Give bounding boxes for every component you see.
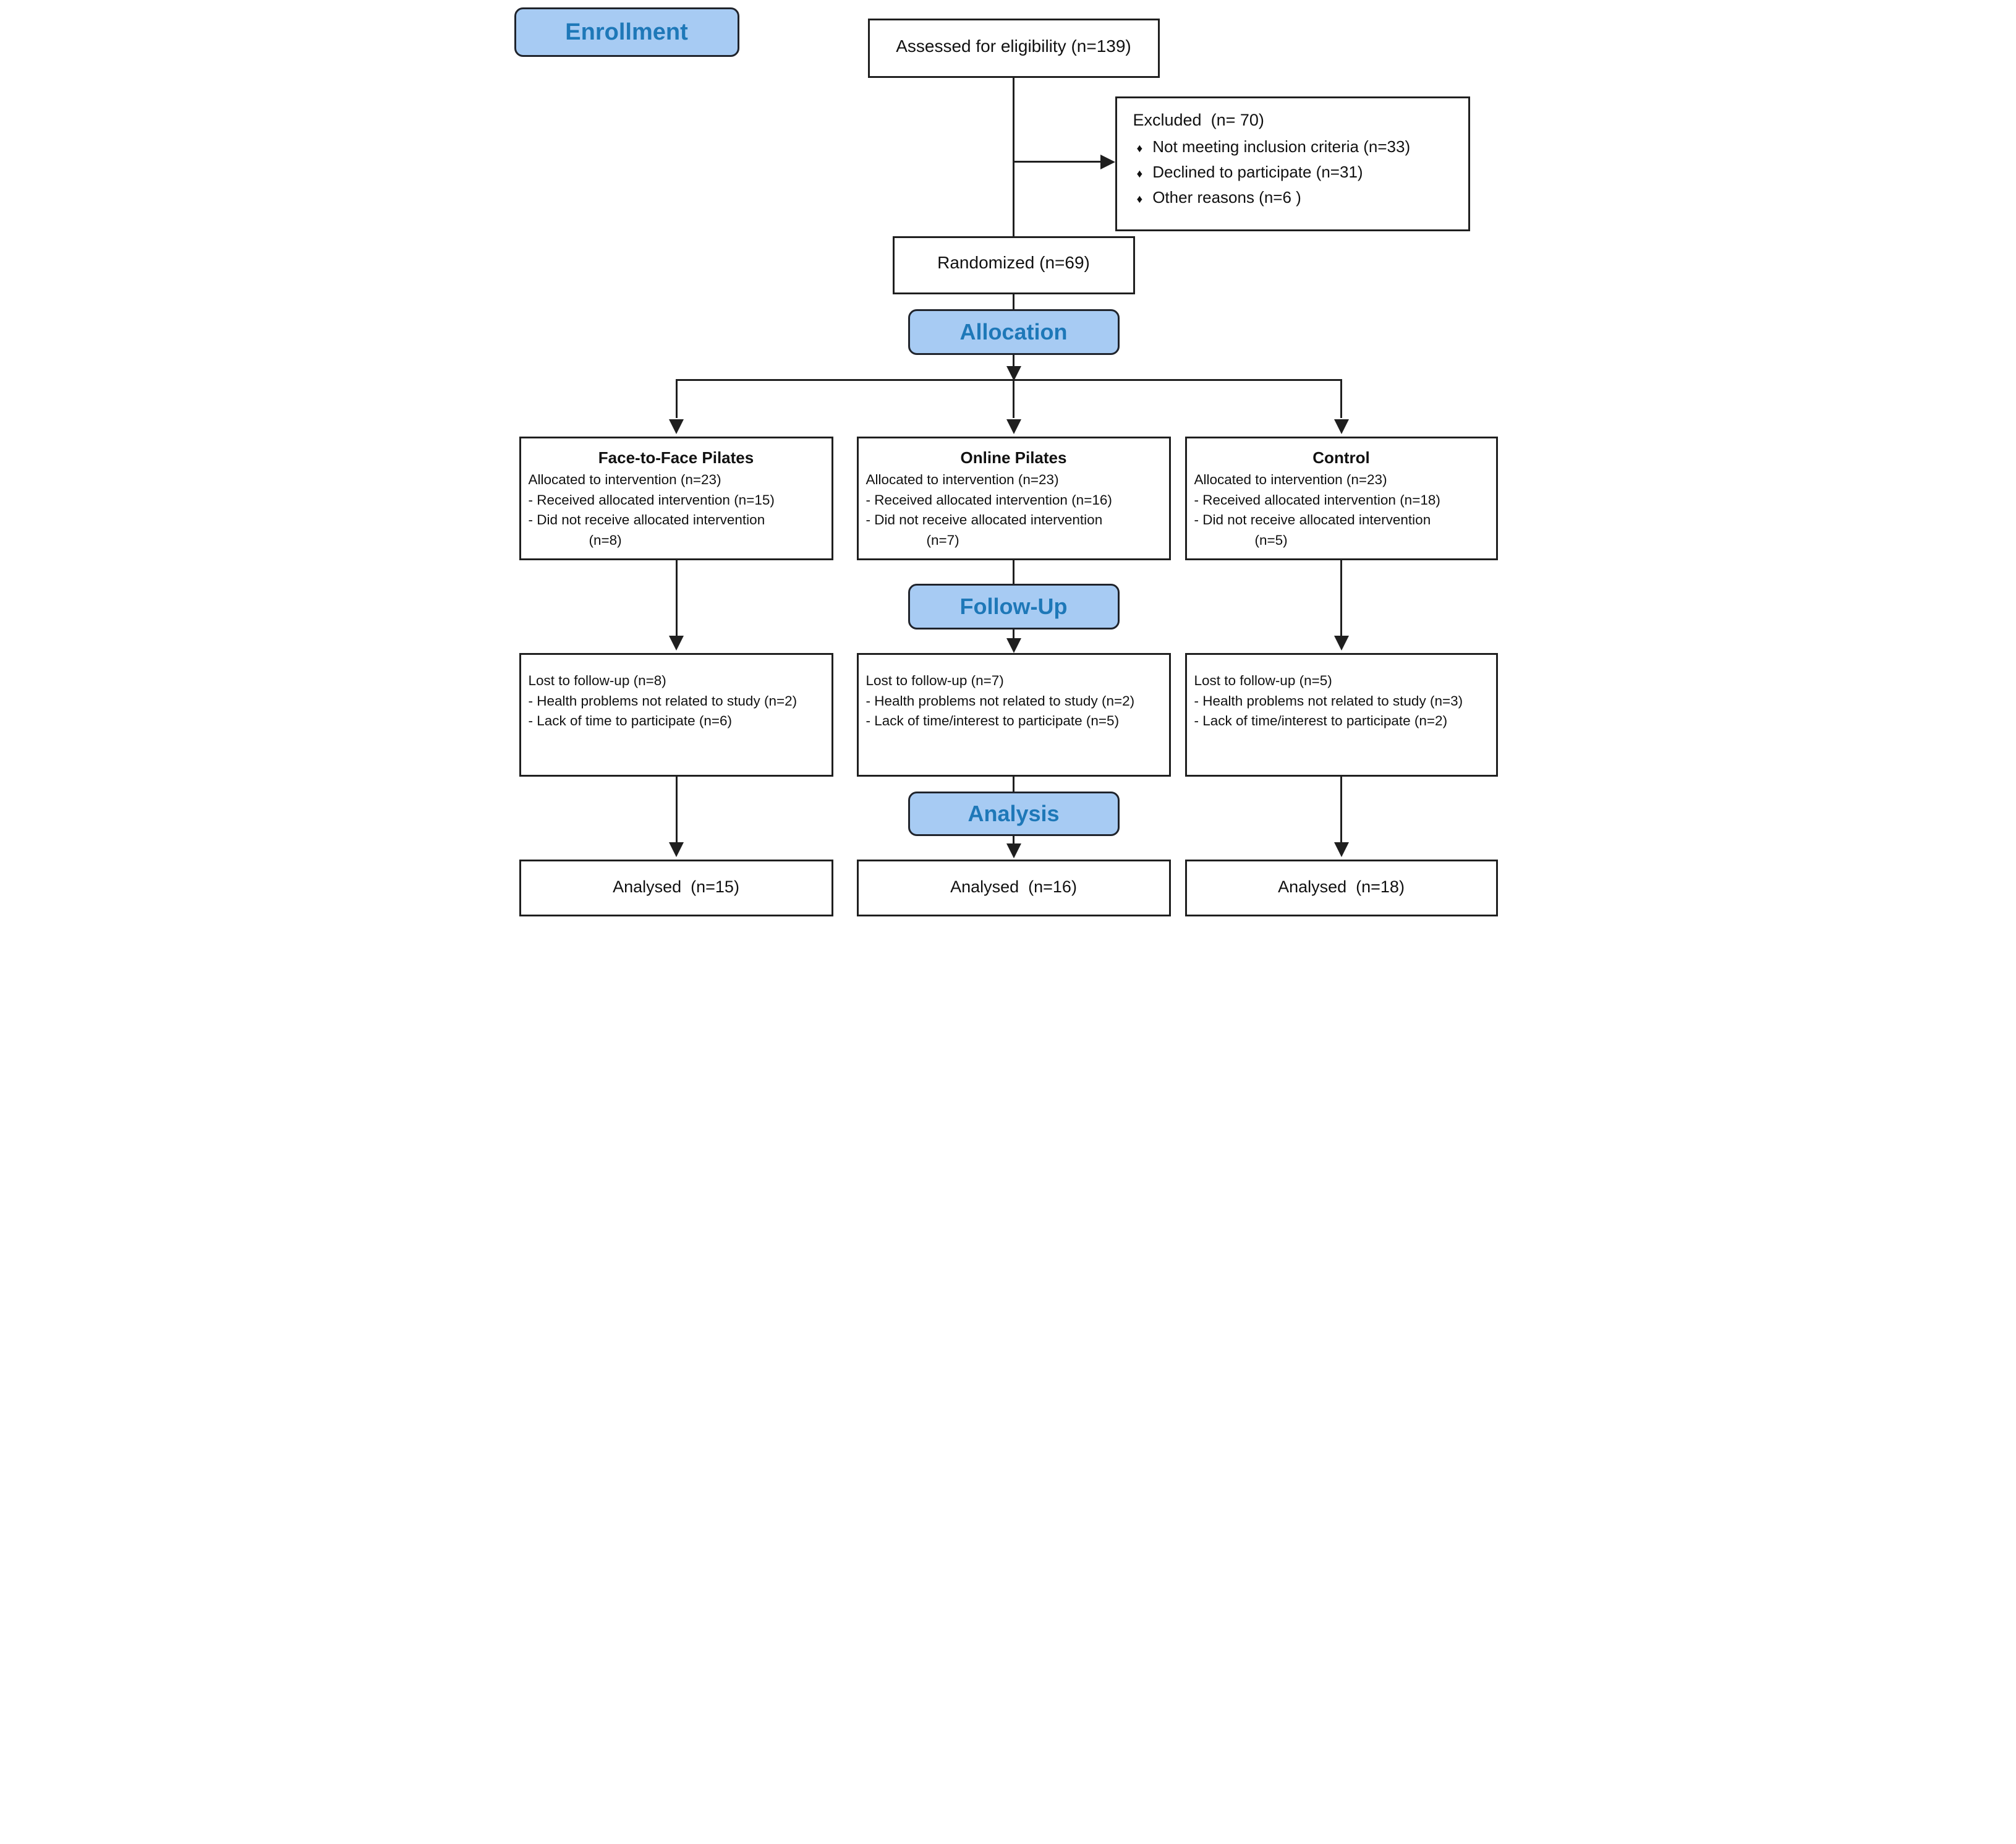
followup-box-face-to-face: Lost to follow-up (n=8) - Health problem… bbox=[519, 653, 833, 777]
stage-badge-enrollment: Enrollment bbox=[514, 7, 739, 57]
excluded-item-text: Other reasons (n=6 ) bbox=[1152, 188, 1301, 207]
arrowhead-middle-followup-icon bbox=[1006, 638, 1021, 653]
arrowhead-branch-icon bbox=[1006, 366, 1021, 381]
stage-badge-followup-label: Follow-Up bbox=[959, 594, 1068, 619]
allocation-line: Allocated to intervention (n=23) bbox=[1194, 472, 1387, 487]
allocation-line: - Received allocated intervention (n=15) bbox=[528, 492, 775, 508]
arrowhead-middle-arm-icon bbox=[1006, 419, 1021, 434]
excluded-title: Excluded (n= 70) bbox=[1133, 111, 1264, 129]
followup-line: - Health problems not related to study (… bbox=[866, 693, 1135, 709]
analysed-box-online: Analysed (n=16) bbox=[856, 860, 1171, 916]
diamond-bullet-icon: ♦ bbox=[1136, 193, 1143, 206]
allocation-line-indent: (n=7) bbox=[926, 532, 959, 548]
connector-branch-middle bbox=[1012, 380, 1014, 418]
connector-branch-right bbox=[1340, 380, 1342, 418]
followup-line: Lost to follow-up (n=8) bbox=[528, 673, 666, 688]
followup-line: - Lack of time to participate (n=6) bbox=[528, 713, 733, 729]
arrowhead-left-analysis-icon bbox=[668, 842, 684, 857]
connector-middle-to-followup-badge bbox=[1012, 560, 1014, 584]
connector-left-to-followup bbox=[675, 560, 678, 636]
stage-badge-allocation: Allocation bbox=[908, 309, 1120, 355]
arrowhead-excluded-icon bbox=[1100, 155, 1115, 169]
excluded-item: ♦ Other reasons (n=6 ) bbox=[1133, 188, 1457, 207]
allocation-line: - Received allocated intervention (n=18) bbox=[1194, 492, 1440, 508]
stage-badge-followup: Follow-Up bbox=[908, 584, 1120, 630]
excluded-item: ♦ Declined to participate (n=31) bbox=[1133, 163, 1457, 182]
analysed-box-control: Analysed (n=18) bbox=[1185, 860, 1498, 916]
connector-middle-to-analysis-badge bbox=[1012, 777, 1014, 792]
connector-assessed-to-randomized bbox=[1012, 78, 1014, 236]
branch-line bbox=[675, 379, 1342, 381]
connector-left-to-analysis bbox=[675, 777, 678, 842]
connector-right-to-analysis bbox=[1340, 777, 1342, 842]
assessed-box: Assessed for eligibility (n=139) bbox=[867, 19, 1160, 78]
connector-followup-badge-down bbox=[1012, 630, 1014, 638]
diamond-bullet-icon: ♦ bbox=[1136, 142, 1143, 155]
arrowhead-right-followup-icon bbox=[1333, 636, 1349, 651]
arrowhead-middle-analysis-icon bbox=[1006, 843, 1021, 858]
followup-box-online: Lost to follow-up (n=7) - Health problem… bbox=[856, 653, 1171, 777]
connector-analysis-badge-down bbox=[1012, 836, 1014, 843]
connector-allocation-to-branch bbox=[1012, 355, 1014, 366]
allocation-box-online: Online Pilates Allocated to intervention… bbox=[856, 437, 1171, 560]
connector-randomized-to-allocation bbox=[1012, 294, 1014, 310]
allocation-box-control: Control Allocated to intervention (n=23)… bbox=[1185, 437, 1498, 560]
stage-badge-allocation-label: Allocation bbox=[959, 319, 1068, 344]
randomized-text: Randomized (n=69) bbox=[937, 253, 1090, 272]
stage-badge-analysis-label: Analysis bbox=[968, 801, 1060, 826]
analysed-box-face-to-face: Analysed (n=15) bbox=[519, 860, 833, 916]
analysed-text: Analysed (n=18) bbox=[1278, 877, 1405, 896]
allocation-line: Allocated to intervention (n=23) bbox=[866, 472, 1059, 487]
allocation-line-indent: (n=8) bbox=[589, 532, 622, 548]
arm-title: Online Pilates bbox=[960, 448, 1067, 467]
connector-to-excluded bbox=[1013, 161, 1100, 163]
allocation-line: - Did not receive allocated intervention bbox=[866, 512, 1103, 528]
excluded-box: Excluded (n= 70) ♦ Not meeting inclusion… bbox=[1115, 96, 1470, 231]
stage-badge-enrollment-label: Enrollment bbox=[565, 19, 688, 45]
excluded-item-text: Declined to participate (n=31) bbox=[1152, 163, 1363, 181]
excluded-item-text: Not meeting inclusion criteria (n=33) bbox=[1152, 137, 1411, 156]
followup-line: Lost to follow-up (n=7) bbox=[866, 673, 1004, 688]
excluded-item: ♦ Not meeting inclusion criteria (n=33) bbox=[1133, 137, 1457, 156]
randomized-box: Randomized (n=69) bbox=[892, 236, 1135, 294]
arrowhead-left-arm-icon bbox=[668, 419, 684, 434]
allocation-box-face-to-face: Face-to-Face Pilates Allocated to interv… bbox=[519, 437, 833, 560]
connector-branch-left bbox=[675, 380, 678, 418]
arrowhead-right-arm-icon bbox=[1333, 419, 1349, 434]
followup-box-control: Lost to follow-up (n=5) - Health problem… bbox=[1185, 653, 1498, 777]
analysed-text: Analysed (n=16) bbox=[950, 877, 1077, 896]
allocation-line: - Did not receive allocated intervention bbox=[528, 512, 765, 528]
arrowhead-left-followup-icon bbox=[668, 636, 684, 651]
assessed-text: Assessed for eligibility (n=139) bbox=[896, 36, 1131, 56]
followup-line: - Health problems not related to study (… bbox=[528, 693, 797, 709]
allocation-line-indent: (n=5) bbox=[1254, 532, 1288, 548]
allocation-line: - Received allocated intervention (n=16) bbox=[866, 492, 1112, 508]
stage-badge-analysis: Analysis bbox=[908, 792, 1120, 836]
followup-line: - Lack of time/interest to participate (… bbox=[1194, 713, 1448, 729]
allocation-line: Allocated to intervention (n=23) bbox=[528, 472, 721, 487]
diamond-bullet-icon: ♦ bbox=[1136, 168, 1143, 181]
arm-title: Face-to-Face Pilates bbox=[598, 448, 754, 467]
arrowhead-right-analysis-icon bbox=[1333, 842, 1349, 857]
arm-title: Control bbox=[1312, 448, 1370, 467]
analysed-text: Analysed (n=15) bbox=[613, 877, 739, 896]
allocation-line: - Did not receive allocated intervention bbox=[1194, 512, 1431, 528]
consort-flow-diagram: Enrollment Assessed for eligibility (n=1… bbox=[504, 0, 1512, 922]
connector-right-to-followup bbox=[1340, 560, 1342, 636]
followup-line: - Lack of time/interest to participate (… bbox=[866, 713, 1120, 729]
followup-line: Lost to follow-up (n=5) bbox=[1194, 673, 1332, 688]
followup-line: - Health problems not related to study (… bbox=[1194, 693, 1463, 709]
